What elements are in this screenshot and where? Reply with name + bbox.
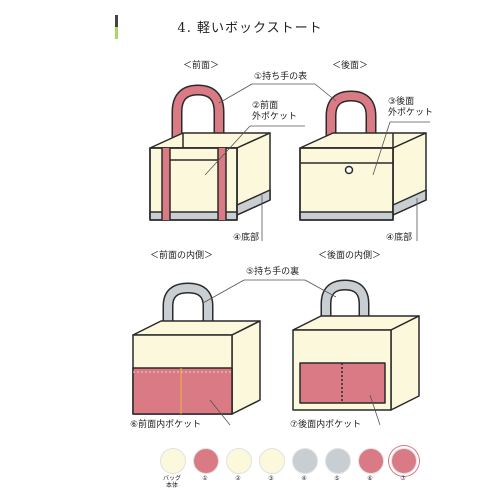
callout-bottom-back: ④底部: [386, 233, 413, 243]
callout-front-pocket: ②前面 外ポケット: [252, 101, 298, 122]
color-swatch-label: バッグ 本体: [162, 475, 181, 489]
accent-bar-top: [115, 15, 118, 27]
front-inner-pocket: [132, 367, 233, 415]
color-swatch[interactable]: [160, 448, 186, 474]
back-inside-bag: [292, 279, 420, 411]
back-inside-header: ＜後面の内側＞: [318, 251, 382, 261]
color-swatch[interactable]: [325, 448, 351, 474]
callout-back-pocket: ③後面 外ポケット: [388, 97, 434, 118]
callout-handle-inner: ⑤持ち手の裏: [246, 267, 300, 277]
color-swatch[interactable]: [391, 448, 417, 474]
accent-bar: [115, 15, 118, 39]
back-handle: [327, 92, 375, 148]
color-swatch[interactable]: [226, 448, 252, 474]
color-swatch-row: バッグ 本体 ① ② ③ ④ ⑤ ⑥ ⑦: [160, 448, 420, 489]
color-swatch-label: ⑤: [334, 475, 340, 482]
front-header: ＜前面＞: [183, 61, 220, 71]
color-swatch[interactable]: [193, 448, 219, 474]
front-inside-header: ＜前面の内側＞: [150, 251, 214, 261]
color-swatch-label: ①: [202, 475, 208, 482]
callout-back-inner-pocket: ⑦後面内ポケット: [290, 420, 362, 430]
color-swatch-label: ⑦: [400, 475, 406, 482]
color-swatch[interactable]: [292, 448, 318, 474]
back-bag: [299, 90, 427, 221]
accent-bar-bottom: [115, 27, 118, 39]
color-swatch-label: ⑥: [367, 475, 373, 482]
color-swatch-label: ④: [301, 475, 307, 482]
front-inside-bag: [132, 282, 261, 415]
callout-handle-outer: ①持ち手の表: [254, 72, 308, 82]
color-swatch[interactable]: [259, 448, 285, 474]
color-swatch-label: ②: [235, 475, 241, 482]
color-swatch-label: ③: [268, 475, 274, 482]
color-swatch[interactable]: [358, 448, 384, 474]
back-bottom: [299, 211, 394, 221]
front-handle: [173, 86, 223, 148]
front-inside-handle: [164, 284, 212, 330]
callout-front-inner-pocket: ⑥前面内ポケット: [130, 420, 202, 430]
callout-bottom-front: ④底部: [233, 233, 260, 243]
back-inside-handle: [322, 281, 368, 326]
back-header: ＜後面＞: [332, 61, 369, 71]
page-title: 4. 軽いボックストート: [177, 21, 323, 36]
